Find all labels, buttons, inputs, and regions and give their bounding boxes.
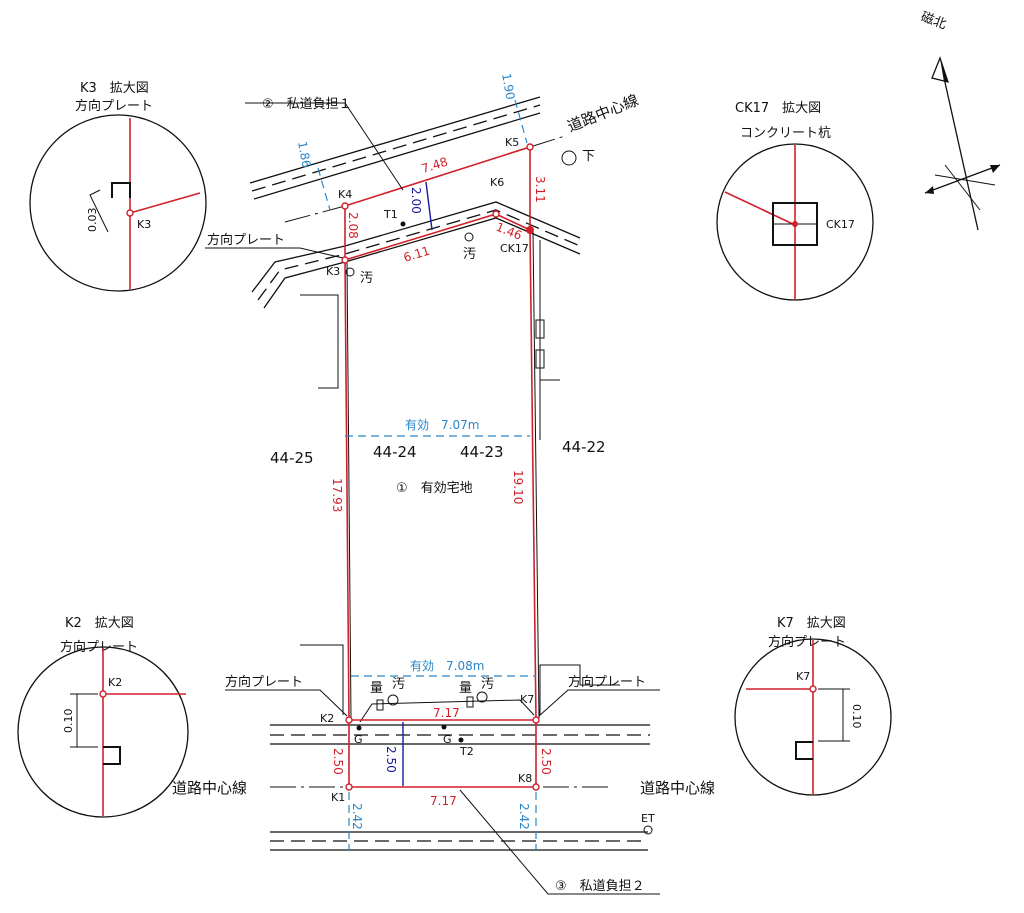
- lot-44-23: 44-23: [460, 443, 504, 461]
- lot-44-25: 44-25: [270, 449, 314, 467]
- label-t1: T1: [383, 208, 398, 221]
- plate-k7-label: 方向プレート: [568, 674, 646, 690]
- dim-road-bottom-offset: 2.50: [384, 746, 398, 773]
- dim-width-bottom: 有効 7.08m: [410, 658, 484, 673]
- road-center-right-label: 道路中心線: [640, 779, 715, 797]
- dim-k4-k3: 2.08: [346, 212, 360, 239]
- detail-ck17: CK17 拡大図 コンクリート杭 CK17: [716, 101, 874, 301]
- label-k5: K5: [505, 136, 519, 149]
- dim-top-left-center: 1.86: [295, 140, 313, 169]
- road-center-left-label: 道路中心線: [172, 779, 247, 797]
- plate-k2-label: 方向プレート: [225, 674, 303, 690]
- detail-ck17-title: CK17 拡大図: [735, 101, 821, 116]
- label-t2: T2: [459, 745, 474, 758]
- detail-ck17-point: CK17: [826, 218, 855, 231]
- dim-k7-k8: 2.50: [539, 748, 553, 775]
- point-labels: K4 K5 K6 CK17 K3 T1 K2 K7 K1 K8 G G T2 E…: [320, 136, 655, 825]
- dim-k5-ck17: 3.11: [533, 176, 547, 203]
- detail-k7-dim: 0.10: [850, 704, 863, 729]
- dimension-lines: [317, 99, 537, 850]
- dim-width-top: 有効 7.07m: [405, 417, 479, 432]
- sewer-left: 汚: [392, 677, 405, 692]
- dim-k3-k6: 6.11: [402, 244, 432, 265]
- detail-k2: K2 拡大図 方向プレート K2 0.10: [17, 616, 189, 818]
- north-compass: 磁北: [919, 10, 1001, 231]
- dim-k1-k8: 7.17: [430, 794, 457, 808]
- road-center-top-label: 道路中心線: [565, 91, 641, 136]
- detail-ck17-subtitle: コンクリート杭: [740, 126, 831, 141]
- label-k8: K8: [518, 772, 532, 785]
- detail-k7-subtitle: 方向プレート: [768, 634, 846, 650]
- dim-right-side: 19.10: [511, 470, 525, 504]
- neighbour-lines: [300, 240, 620, 715]
- detail-k2-point: K2: [108, 676, 122, 689]
- survey-points: [341, 143, 577, 791]
- meter-left: 量: [370, 681, 383, 696]
- dim-road-top-offset: 2.00: [409, 187, 423, 214]
- dim-top-right-center: 1.90: [499, 72, 517, 101]
- drain-symbol: 下: [582, 149, 595, 164]
- lot-44-22: 44-22: [562, 438, 606, 456]
- detail-k3-subtitle: 方向プレート: [75, 98, 153, 114]
- label-k6: K6: [490, 176, 504, 189]
- label-k1: K1: [331, 791, 345, 804]
- dim-k4-k5: 7.48: [420, 155, 450, 176]
- label-ck17: CK17: [500, 242, 529, 255]
- label-k2: K2: [320, 712, 334, 725]
- lot-44-24: 44-24: [373, 443, 417, 461]
- dimension-labels: 7.48 6.11 1.46 2.08 3.11 2.00 1.86 1.90 …: [295, 72, 553, 830]
- private-road-1-label: ② 私道負担１: [262, 97, 352, 112]
- dim-left-side: 17.93: [330, 478, 344, 512]
- leader-lines: [205, 102, 660, 895]
- plate-k3-label: 方向プレート: [207, 232, 285, 248]
- label-k7: K7: [520, 693, 534, 706]
- effective-lot-label: ① 有効宅地: [396, 481, 473, 496]
- detail-k7-title: K7 拡大図: [777, 616, 846, 631]
- lower-road: [270, 691, 653, 851]
- label-k3: K3: [326, 265, 340, 278]
- detail-k3-point: K3: [137, 218, 151, 231]
- compass-label: 磁北: [919, 10, 949, 33]
- dim-k6-ck17: 1.46: [494, 220, 524, 243]
- detail-k3: K3 拡大図 方向プレート K3 0.03: [29, 81, 207, 292]
- detail-k3-dim: 0.03: [86, 208, 99, 233]
- label-g1: G: [354, 733, 363, 746]
- detail-k7-point: K7: [796, 670, 810, 683]
- sewer-top: 汚: [463, 247, 476, 262]
- dim-k1-lower: 2.42: [350, 803, 364, 830]
- label-k4: K4: [338, 188, 352, 201]
- dim-k8-lower: 2.42: [517, 803, 531, 830]
- private-road-2-label: ③ 私道負担２: [555, 879, 645, 894]
- label-g2: G: [443, 733, 452, 746]
- sewer-right: 汚: [481, 677, 494, 692]
- sewer-k3: 汚: [360, 271, 373, 286]
- detail-k2-title: K2 拡大図: [65, 616, 134, 631]
- label-et: ET: [641, 812, 655, 825]
- detail-k7: K7 拡大図 方向プレート K7 0.10: [734, 616, 892, 796]
- dim-k2-k7: 7.17: [433, 706, 460, 720]
- dim-k2-k1: 2.50: [331, 748, 345, 775]
- meter-right: 量: [459, 681, 472, 696]
- detail-k2-dim: 0.10: [62, 709, 75, 734]
- detail-k3-title: K3 拡大図: [80, 81, 149, 96]
